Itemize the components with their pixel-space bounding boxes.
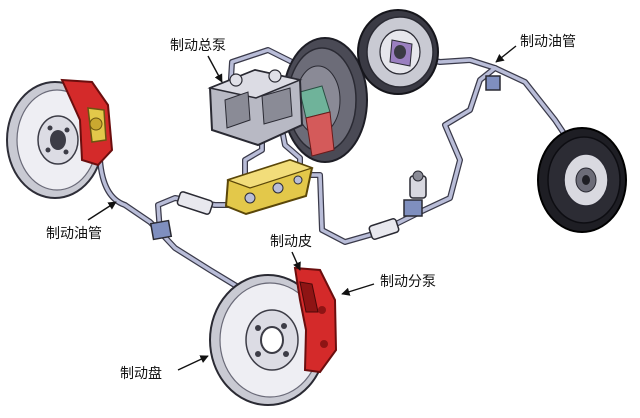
front-brake-disc: [209, 274, 327, 406]
label-master-cylinder: 制动总泵: [170, 38, 226, 54]
arrow-master-cylinder: [207, 55, 223, 83]
labels: 制动总泵 制动油管 制动油管 制动皮 制动分泵 制动盘: [46, 34, 576, 382]
arrow-brake-line-left: [87, 201, 117, 221]
front-caliper: [293, 266, 338, 374]
label-brake-pad: 制动皮: [270, 234, 312, 250]
arrow-wheel-cylinder: [341, 283, 375, 296]
annotation-arrows: [87, 45, 517, 371]
label-brake-line-left: 制动油管: [46, 226, 102, 242]
label-brake-line-right: 制动油管: [520, 34, 576, 50]
arrow-brake-pad: [291, 251, 301, 271]
arrow-brake-disc: [177, 355, 209, 371]
arrow-brake-line-right: [495, 45, 517, 63]
line-fittings: [149, 75, 501, 241]
rear-wheel-tire: [537, 127, 627, 233]
left-front-caliper: [60, 78, 114, 167]
label-brake-disc: 制动盘: [120, 365, 162, 382]
master-cylinder: [207, 68, 304, 147]
brake-booster: [282, 37, 368, 163]
label-wheel-cylinder: 制动分泵: [380, 274, 436, 290]
rear-brake-drum: [357, 9, 439, 95]
proportioning-valve: [224, 158, 314, 216]
